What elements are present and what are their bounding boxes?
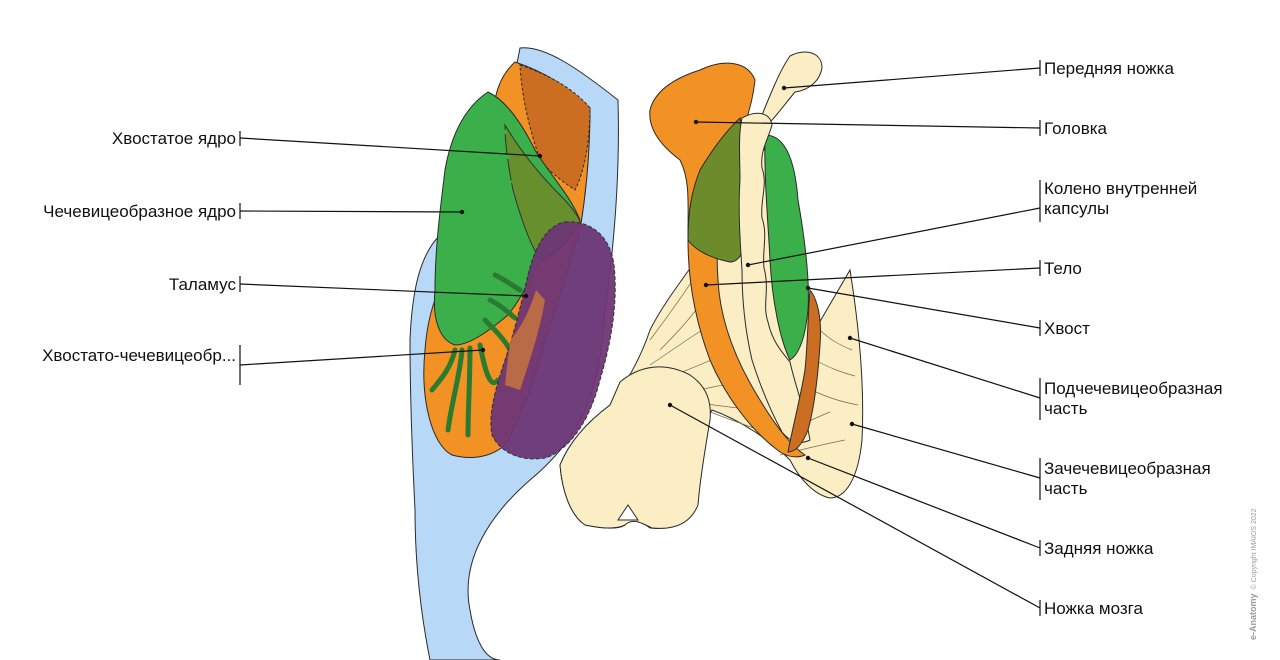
- label-caudolenticular-bridges: Хвостато-чечевицеобр...: [42, 346, 236, 365]
- label-body: Тело: [1044, 259, 1082, 278]
- leader-lines: [239, 67, 1041, 609]
- leader-dots: [459, 85, 855, 461]
- caudate-tail-shade: [787, 288, 821, 453]
- caudolenticular-bridges-upper: [488, 118, 520, 259]
- thalamus-left: [490, 221, 616, 460]
- leader-genu: [747, 207, 1041, 266]
- leader-anterior-limb: [783, 67, 1041, 89]
- label-thalamus: Таламус: [168, 275, 236, 294]
- leader-retrolenticular: [851, 423, 1041, 479]
- label-anterior-limb: Передняя ножка: [1044, 59, 1174, 78]
- right-figure: [559, 51, 864, 529]
- label-head: Головка: [1044, 119, 1108, 138]
- leader-body: [705, 267, 1041, 286]
- left-figure: [409, 47, 619, 660]
- label-cerebral-peduncle: Ножка мозга: [1044, 599, 1143, 618]
- caudate-head-shade: [519, 64, 591, 191]
- peduncle-notch: [617, 504, 639, 521]
- watermark-brand: e-Anatomy: [1248, 593, 1258, 640]
- thalamus-internal-capsule-cover: [505, 290, 545, 390]
- leader-sublenticular: [849, 337, 1041, 399]
- label-caudate-nucleus: Хвостатое ядро: [111, 129, 236, 148]
- label-sublenticular-part: Подчечевицеобразная часть: [1044, 379, 1223, 418]
- genu-fibers: [738, 112, 811, 443]
- leader-head: [695, 121, 1041, 129]
- cerebral-peduncle: [559, 366, 711, 529]
- leader-lentiform: [239, 210, 463, 213]
- leader-tail: [807, 287, 1041, 329]
- leader-caudolenticular: [239, 349, 484, 366]
- leader-thalamus: [239, 283, 527, 297]
- leader-posterior-limb: [807, 457, 1041, 549]
- lentiform-nucleus-right: [764, 134, 809, 361]
- label-retrolenticular-part: Зачечевицеобразная часть: [1044, 459, 1211, 498]
- label-tail: Хвост: [1044, 319, 1090, 338]
- leader-cerebral-peduncle: [669, 404, 1041, 609]
- label-genu: Колено внутренней капсулы: [1044, 179, 1198, 218]
- label-lentiform-nucleus: Чечевицеобразное ядро: [43, 202, 236, 221]
- leader-caudate: [239, 137, 541, 157]
- lentiform-nucleus-left: [433, 91, 581, 346]
- leader-brackets: [239, 60, 1041, 616]
- watermark-copyright: © Copyright IMAIOS 2022: [1251, 508, 1258, 590]
- watermark: e-Anatomy © Copyright IMAIOS 2022: [1243, 508, 1261, 640]
- label-posterior-limb: Задняя ножка: [1044, 539, 1154, 558]
